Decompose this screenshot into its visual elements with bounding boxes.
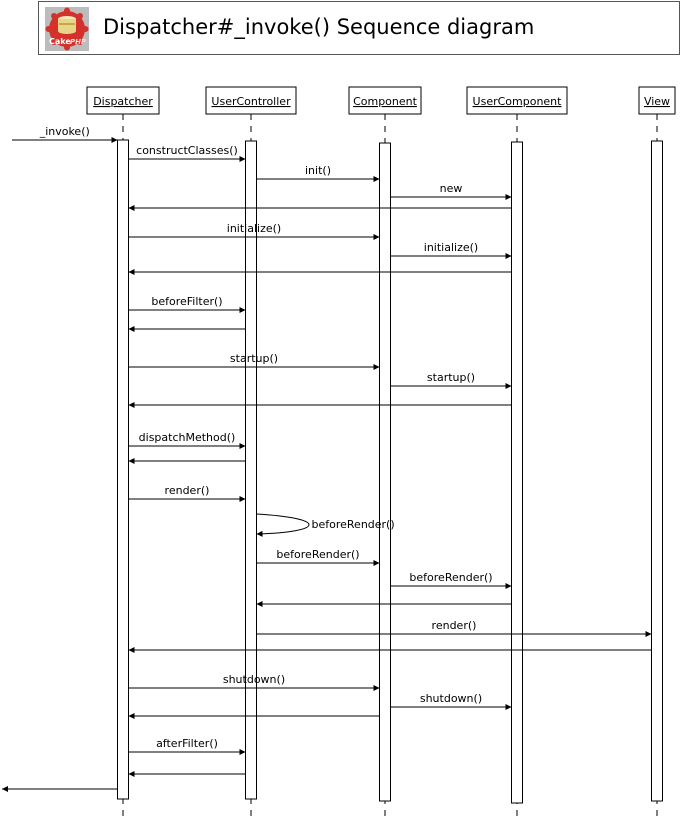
message-3: new — [390, 182, 512, 200]
message-label: render() — [165, 484, 210, 497]
message-13: dispatchMethod() — [128, 431, 246, 449]
message-label: init() — [305, 164, 331, 177]
participant-usercomponent: UserComponent — [466, 86, 568, 115]
message-label: shutdown() — [223, 673, 285, 686]
message-16: beforeRender() — [256, 513, 395, 537]
diagram-title: Dispatcher#_invoke() Sequence diagram — [103, 15, 535, 39]
message-label: render() — [432, 619, 477, 632]
message-18: beforeRender() — [390, 571, 512, 589]
message-label: new — [440, 182, 463, 195]
participants: Dispatcher UserController Component UserCom… — [86, 86, 676, 115]
message-23: shutdown() — [390, 692, 512, 710]
logo-text-cake: Cake — [49, 37, 71, 46]
message-0: _invoke() — [12, 125, 118, 143]
participant-label: View — [644, 95, 670, 108]
message-label: _invoke() — [39, 125, 90, 138]
message-arrow — [256, 513, 310, 537]
activation-bar-component — [379, 142, 391, 802]
participant-component: Component — [348, 86, 422, 115]
message-label: afterFilter() — [156, 737, 218, 750]
message-11: startup() — [390, 371, 512, 389]
message-label: initialize() — [424, 241, 478, 254]
message-label: startup() — [427, 371, 475, 384]
message-label: constructClasses() — [136, 144, 238, 157]
message-label: startup() — [230, 352, 278, 365]
message-15: render() — [128, 484, 246, 502]
message-17: beforeRender() — [256, 548, 380, 566]
message-2: init() — [256, 164, 380, 182]
message-label: beforeRender() — [409, 571, 492, 584]
participant-label: Dispatcher — [93, 95, 153, 108]
activation-bar-view — [651, 140, 663, 802]
message-8: beforeFilter() — [128, 295, 246, 313]
participant-usercontroller: UserController — [205, 86, 297, 115]
participant-label: UserController — [211, 95, 291, 108]
activation-bar-usercomponent — [511, 141, 523, 804]
message-22: shutdown() — [128, 673, 380, 691]
message-label: beforeFilter() — [151, 295, 222, 308]
title-box: Cake PHP Dispatcher#_invoke() Sequence d… — [38, 1, 680, 55]
logo-text-php: PHP — [70, 38, 87, 46]
cakephp-logo-icon: Cake PHP — [45, 7, 89, 51]
participant-view: View — [638, 86, 676, 115]
activation-bar-usercontroller — [245, 140, 257, 800]
message-label: beforeRender() — [276, 548, 359, 561]
message-label: shutdown() — [420, 692, 482, 705]
message-5: initialize() — [128, 222, 380, 240]
messages: _invoke() constructClasses() init() new init… — [2, 125, 652, 792]
message-label: dispatchMethod() — [139, 431, 236, 444]
message-20: render() — [256, 619, 652, 637]
message-25: afterFilter() — [128, 737, 246, 755]
message-10: startup() — [128, 352, 380, 370]
message-6: initialize() — [390, 241, 512, 259]
message-1: constructClasses() — [128, 144, 246, 162]
participant-label: UserComponent — [473, 95, 563, 108]
participant-label: Component — [353, 95, 418, 108]
activation-bars — [117, 139, 663, 804]
message-label: beforeRender() — [312, 518, 395, 531]
participant-dispatcher: Dispatcher — [86, 86, 160, 115]
activation-bar-dispatcher — [117, 139, 129, 800]
message-label: initialize() — [227, 222, 281, 235]
